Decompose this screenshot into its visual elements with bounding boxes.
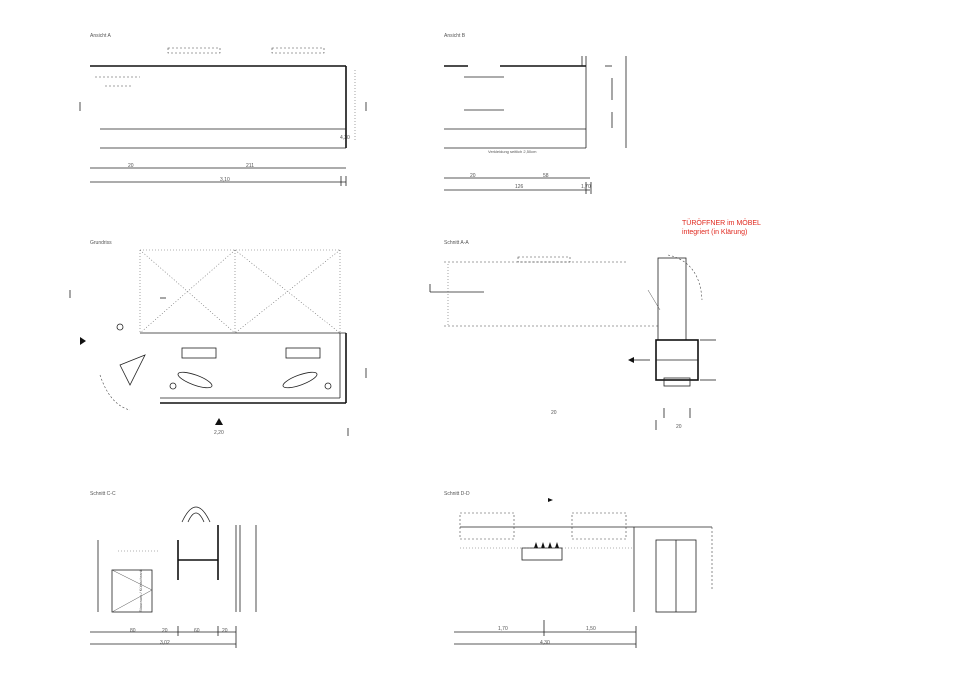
sink [181,347,217,359]
view-title-grundriss: Grundriss [90,240,112,246]
column-symbol [116,323,124,331]
cabinet [459,512,515,540]
dim-label: 4,30 [340,135,350,141]
dim-label: 211 [246,163,254,169]
fridge-unit [111,569,153,613]
view-title-ansicht-a: Ansicht A [90,33,111,39]
stool [282,371,318,389]
arch-outline [181,506,211,523]
dim-label: 126 [515,184,524,190]
floor-plan [69,249,367,436]
elevation-b [444,56,627,194]
wall-cabinet-2 [271,47,325,54]
wall-cabinet [517,256,571,263]
dim-label: 1,50 [586,626,596,632]
dim-label: 20 [470,173,476,179]
direction-arrow [628,357,634,363]
section-arrow [215,418,223,425]
hob-block [521,547,563,561]
base-block [663,377,691,387]
diagonal [647,289,661,311]
dim-label: 58 [543,173,549,179]
dim-label: 20 [162,628,168,634]
arch-inner [187,512,205,523]
view-title-schnitt-aa: Schnitt A-A [444,240,469,246]
dim-label: 20 [551,410,557,416]
red-note-line-1: TÜRÖFFNER im MÖBEL [682,220,761,227]
dim-label: 3,10 [220,177,230,183]
section-aa [429,254,716,430]
view-title-schnitt-cc: Schnitt C-C [90,491,116,497]
tall-unit [657,257,687,341]
view-title-ansicht-b: Ansicht B [444,33,466,39]
dim-label: 1,70 [498,626,508,632]
section-arrow [548,498,553,502]
door-swing-arc [99,374,131,411]
view-title-schnitt-dd: Schnitt D-D [444,491,470,497]
overhead-diagonal [139,249,236,334]
burner-symbols [534,542,559,548]
dim-label: 20 [128,163,134,169]
dim-label: 20 [676,424,682,430]
section-dd [454,498,713,648]
column-symbol [169,382,177,390]
dim-label: 3,02 [160,640,170,646]
cabinet [571,512,627,540]
hob [285,347,321,359]
diagonal [111,569,153,591]
elevation-a [79,47,367,186]
column-symbol [324,382,332,390]
small-note-verkleidung: Verkleidung seitlich 2,50cm [488,149,537,154]
dim-label: 80 [130,628,136,634]
diagonal [111,589,153,613]
red-note-line-2: integriert (in Klärung) [682,229,748,236]
stool [177,371,213,389]
corner-element [119,354,146,386]
dim-label: 4,30 [540,640,550,646]
door-swing-arc [667,254,703,301]
dim-label: 2,20 [214,430,224,436]
section-arrow [80,337,86,345]
overhead-diagonal [234,249,341,334]
dim-label: 20 [222,628,228,634]
dim-label: 60 [194,628,200,634]
wall-cabinet-1 [167,47,221,54]
section-cc [90,506,257,648]
